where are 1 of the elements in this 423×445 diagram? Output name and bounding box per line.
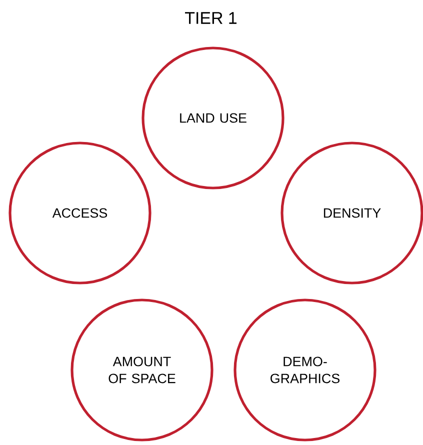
title: TIER 1 — [185, 12, 237, 24]
